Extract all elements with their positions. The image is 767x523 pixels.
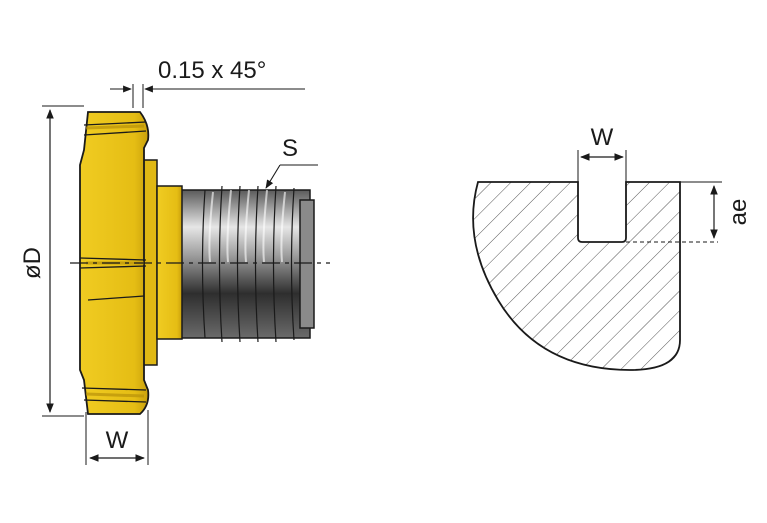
thread-callout: S — [265, 135, 318, 189]
chamfer-label: 0.15 x 45° — [158, 57, 266, 84]
thread-label: S — [282, 135, 298, 162]
width-label-left: W — [106, 427, 129, 454]
slot-width-label: W — [591, 124, 614, 151]
chamfer-callout: 0.15 x 45° — [110, 57, 305, 108]
workpiece-body — [472, 181, 681, 371]
diameter-dimension: øD — [19, 105, 84, 417]
diameter-label: øD — [19, 247, 46, 279]
depth-dimension: ae — [710, 185, 752, 239]
threaded-shank — [179, 185, 315, 343]
cutter-side-view: øD W 0.15 x 45° S — [19, 57, 330, 465]
depth-label: ae — [725, 199, 752, 226]
workpiece-section: W ae — [472, 124, 752, 371]
width-dimension-left: W — [85, 410, 149, 465]
slot-width-dimension: W — [577, 124, 627, 182]
